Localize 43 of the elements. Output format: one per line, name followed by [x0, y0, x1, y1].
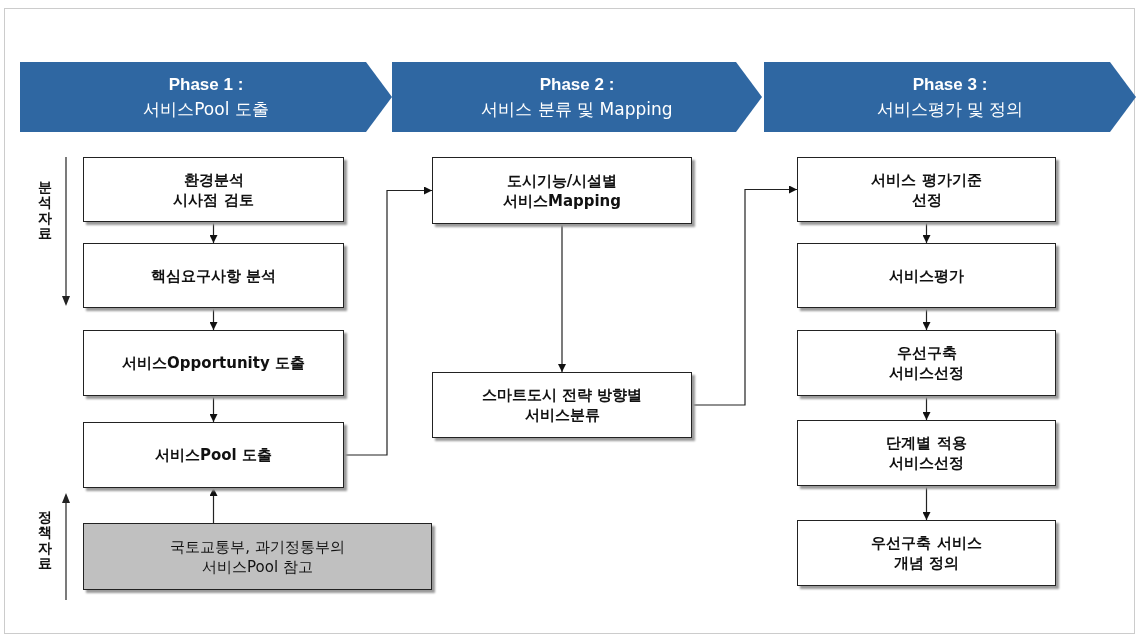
arrow: [691, 185, 798, 406]
box-text: 국토교통부, 과기정통부의 서비스Pool 참고: [169, 536, 346, 577]
process-box: [797, 520, 1056, 586]
phase-title: Phase 3 :: [912, 74, 988, 96]
arrow: [209, 221, 218, 244]
arrow: [209, 395, 218, 423]
arrow: [922, 485, 931, 521]
box-text: 핵심요구사항 분석: [150, 265, 277, 286]
side-label: 정책자료: [38, 510, 52, 572]
box-text: 우선구축 서비스 개념 정의: [870, 533, 983, 573]
process-box: [797, 420, 1056, 486]
phase-subtitle: 서비스 분류 및 Mapping: [481, 98, 673, 121]
box-text: 단계별 적용 서비스선정: [885, 433, 968, 473]
process-box: [83, 422, 344, 488]
arrow: [343, 186, 433, 456]
arrow: [209, 307, 218, 331]
box-text: 서비스평가: [889, 265, 964, 286]
phase-subtitle: 서비스평가 및 정의: [876, 98, 1024, 121]
arrow: [209, 487, 218, 524]
phase-title: Phase 1 :: [168, 74, 244, 96]
process-box: [83, 330, 344, 396]
box-text: 서비스 평가기준 선정: [870, 169, 983, 210]
phase-title: Phase 2 :: [539, 74, 615, 96]
process-box: [432, 372, 692, 438]
phase-subtitle: 서비스Pool 도출: [143, 98, 269, 121]
process-box: [432, 157, 692, 224]
box-text: 스마트도시 전략 방향별 서비스분류: [480, 385, 644, 425]
arrow: [922, 307, 931, 331]
box-text: 우선구축 서비스선정: [888, 343, 965, 383]
arrow: [922, 395, 931, 421]
process-box: [83, 157, 344, 222]
arrow: [558, 223, 566, 373]
box-text: 서비스Opportunity 도출: [122, 353, 305, 373]
process-box: [797, 330, 1056, 396]
reference-box: [83, 523, 432, 590]
box-text: 환경분석 시사점 검토: [172, 169, 255, 210]
process-box: [83, 243, 344, 308]
box-text: 도시기능/시설별 서비스Mapping: [501, 170, 623, 211]
box-text: 서비스Pool 도출: [155, 445, 272, 465]
process-box: [797, 243, 1056, 308]
process-box: [797, 157, 1056, 222]
arrow: [922, 221, 931, 244]
side-label: 분석자료: [38, 180, 52, 242]
